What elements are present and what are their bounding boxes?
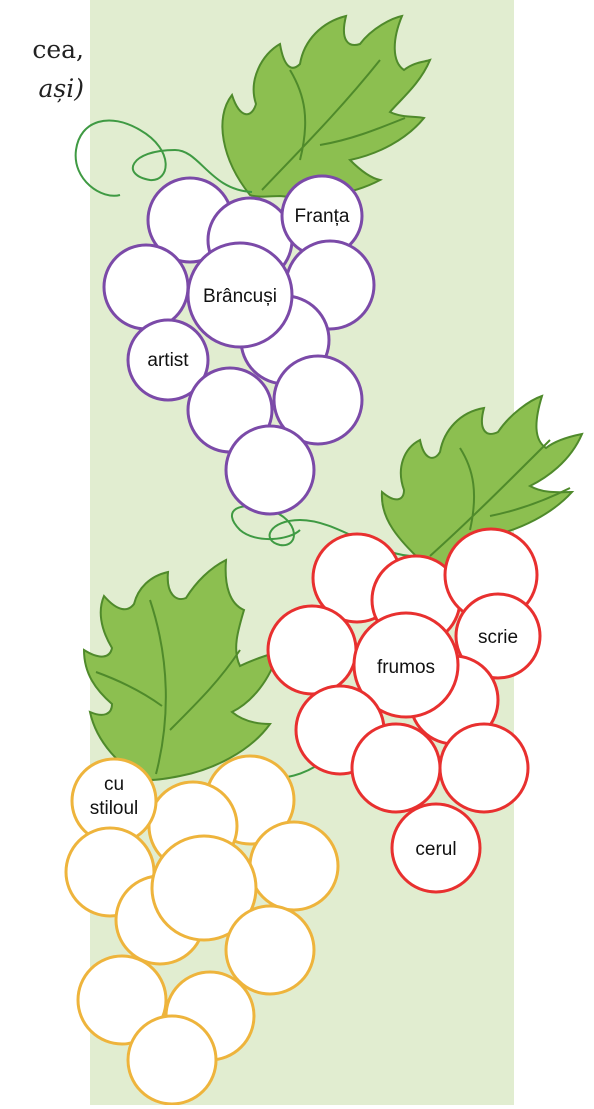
grape-word-cerul: cerul bbox=[415, 839, 456, 860]
grape bbox=[76, 954, 168, 1046]
grape bbox=[102, 243, 190, 331]
purple-cluster bbox=[102, 174, 376, 516]
fragment-line-1: cea, bbox=[32, 35, 84, 64]
grape-word-cu: cu bbox=[104, 774, 124, 795]
grape bbox=[224, 904, 316, 996]
purple-cluster-leaf bbox=[221, 14, 432, 199]
grape-word-artist: artist bbox=[147, 350, 189, 371]
yellow-cluster bbox=[64, 754, 340, 1106]
red-tendril bbox=[230, 505, 423, 558]
grape bbox=[352, 611, 460, 719]
red-cluster bbox=[266, 527, 542, 894]
grape bbox=[126, 1014, 218, 1106]
grape bbox=[186, 241, 294, 349]
yellow-cluster-leaf bbox=[82, 558, 280, 782]
grape-word-franta: Franța bbox=[295, 206, 350, 227]
grape bbox=[224, 424, 316, 516]
grape bbox=[454, 592, 542, 680]
grape bbox=[126, 318, 210, 402]
purple-tendril bbox=[74, 119, 253, 197]
grape bbox=[248, 820, 340, 912]
grape bbox=[272, 354, 364, 446]
grape bbox=[350, 722, 442, 814]
grape bbox=[150, 834, 258, 942]
grape bbox=[438, 722, 530, 814]
grape bbox=[390, 802, 482, 894]
grape-word-brancusi: Brâncuși bbox=[203, 286, 277, 307]
grape bbox=[266, 604, 358, 696]
grape-word-stiloul: stiloul bbox=[90, 798, 139, 819]
grape-word-scrie: scrie bbox=[478, 627, 518, 648]
grape-word-frumos: frumos bbox=[377, 657, 435, 678]
fragment-line-2: ași) bbox=[38, 74, 84, 103]
